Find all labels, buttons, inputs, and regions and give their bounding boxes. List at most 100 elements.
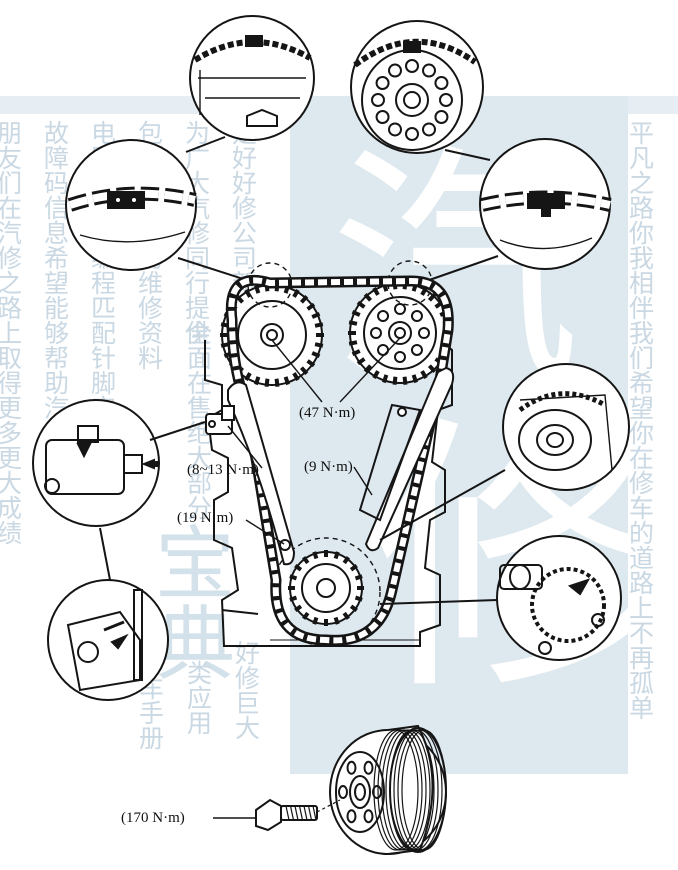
- sprocket-tooth: [349, 604, 358, 612]
- sprocket-tooth: [356, 357, 366, 366]
- sprocket-tooth: [351, 310, 361, 317]
- sprocket-tooth: [363, 293, 373, 302]
- sprocket-hole: [434, 110, 449, 124]
- sprocket-hole: [418, 327, 430, 339]
- camshaft-bolt-torque-label: (47 N·m): [299, 405, 355, 421]
- pulley-hole: [372, 785, 382, 799]
- sprocket-hole: [439, 93, 453, 107]
- sprocket-tooth: [312, 616, 319, 625]
- sprocket-tooth: [382, 374, 389, 384]
- torque-leaders: [213, 337, 401, 819]
- chain-tensioner: [205, 405, 235, 435]
- sprocket-tooth: [264, 378, 270, 387]
- sprocket-hole: [434, 76, 449, 90]
- sprocket-tooth: [289, 595, 298, 602]
- detail-crank-sprocket-bolt: [496, 535, 622, 661]
- sprocket-tooth: [302, 556, 310, 565]
- sprocket-tooth: [427, 293, 437, 302]
- watermark-column: 好修巨大: [232, 640, 261, 740]
- detail-right-chain-link: [479, 138, 612, 270]
- sprocket-hole: [405, 127, 419, 141]
- bolt-thread: [289, 805, 295, 821]
- sprocket-tooth: [306, 359, 316, 368]
- sprocket-tooth: [342, 556, 350, 565]
- pulley-rib: [397, 729, 443, 851]
- sprocket-tooth: [254, 376, 261, 386]
- sprocket-hole: [394, 303, 406, 315]
- crank-pulley-bolt-torque-label: (170 N·m): [121, 810, 185, 826]
- detail-cam-phaser: [502, 363, 630, 491]
- sprocket-tooth: [294, 564, 303, 572]
- right-chain-guide: [358, 366, 455, 552]
- sprocket-tooth: [402, 376, 408, 385]
- sprocket-hole: [405, 59, 419, 73]
- sprocket-tooth: [292, 288, 300, 298]
- sprocket-tooth: [294, 604, 303, 612]
- sprocket-tooth: [354, 595, 363, 602]
- pulley-hole: [363, 809, 374, 824]
- sprocket-tooth: [333, 616, 340, 625]
- detail-left-chain-link: [65, 139, 197, 271]
- sprocket-tooth: [244, 372, 252, 382]
- tensioner-bolt-torque-label: (8~13 N·m): [187, 462, 259, 478]
- sprocket-hole: [394, 351, 406, 363]
- watermark-column: 平凡之路你我相伴我们希望你在修车的道路上不再孤单: [626, 120, 655, 720]
- lower-guide-bolt-torque-label: (19 N·m): [177, 510, 233, 526]
- bolt-thread: [312, 805, 317, 821]
- sprocket-hole: [375, 76, 390, 90]
- sprocket-tooth: [299, 295, 309, 304]
- guide-bolt-torque-label: (9 N·m): [304, 459, 353, 475]
- sprocket-tooth: [314, 322, 324, 328]
- detail-tensioner-plunger: [32, 399, 160, 527]
- sprocket-hole: [422, 63, 436, 78]
- sprocket-tooth: [292, 372, 300, 382]
- sprocket-tooth: [314, 342, 324, 348]
- sprocket-hole: [370, 327, 382, 339]
- sprocket-tooth: [254, 284, 261, 294]
- pulley-rib: [385, 729, 431, 851]
- sprocket-tooth: [311, 312, 321, 319]
- pulley-hole: [338, 785, 348, 799]
- sprocket-hole: [371, 93, 385, 107]
- sprocket-tooth: [372, 286, 380, 296]
- sprocket-tooth: [348, 340, 358, 346]
- sprocket-tooth: [351, 349, 361, 356]
- sprocket-hole: [388, 122, 402, 137]
- sprocket-tooth: [420, 286, 428, 296]
- sprocket-tooth: [348, 320, 358, 326]
- detail-exhaust-cam-mark: [350, 20, 484, 154]
- sprocket-hole: [410, 310, 423, 323]
- torque-labels: (47 N·m) (9 N·m) (8~13 N·m) (19 N·m) (17…: [121, 405, 355, 826]
- sprocket-tooth: [427, 364, 437, 373]
- bolt-thread: [294, 805, 299, 821]
- sprocket-hole: [422, 122, 436, 137]
- detail-intake-cam-mark: [189, 15, 315, 141]
- pulley-rib: [393, 729, 439, 851]
- sprocket-tooth: [306, 302, 316, 311]
- sprocket-tooth: [274, 378, 280, 387]
- sprocket-hole: [410, 343, 423, 356]
- sprocket-tooth: [354, 574, 363, 581]
- sprocket-tooth: [356, 300, 366, 309]
- sprocket-tooth: [311, 351, 321, 358]
- pulley-rib: [389, 729, 435, 851]
- sprocket-tooth: [312, 551, 319, 560]
- sprocket-tooth: [392, 376, 398, 385]
- pulley-rib: [381, 729, 427, 851]
- watermark-char-3: 宝: [155, 518, 235, 611]
- watermark-column: 类应用: [184, 660, 213, 735]
- watermark-column: 朋友们在汽修之路上取得更多更大成绩: [0, 120, 23, 545]
- detail-tensioner-lock-pin: [47, 579, 169, 701]
- crankshaft-pulley: [329, 724, 447, 855]
- bolt-thread: [298, 805, 304, 821]
- crankshaft-sprocket: [288, 550, 364, 626]
- sprocket-hole: [388, 63, 402, 78]
- bolt-thread: [307, 805, 313, 821]
- sprocket-hole: [375, 110, 390, 124]
- sprocket-tooth: [283, 376, 290, 386]
- sprocket-tooth: [333, 551, 340, 560]
- sprocket-tooth: [289, 574, 298, 581]
- sprocket-tooth: [363, 364, 373, 373]
- pulley-rib: [377, 729, 423, 851]
